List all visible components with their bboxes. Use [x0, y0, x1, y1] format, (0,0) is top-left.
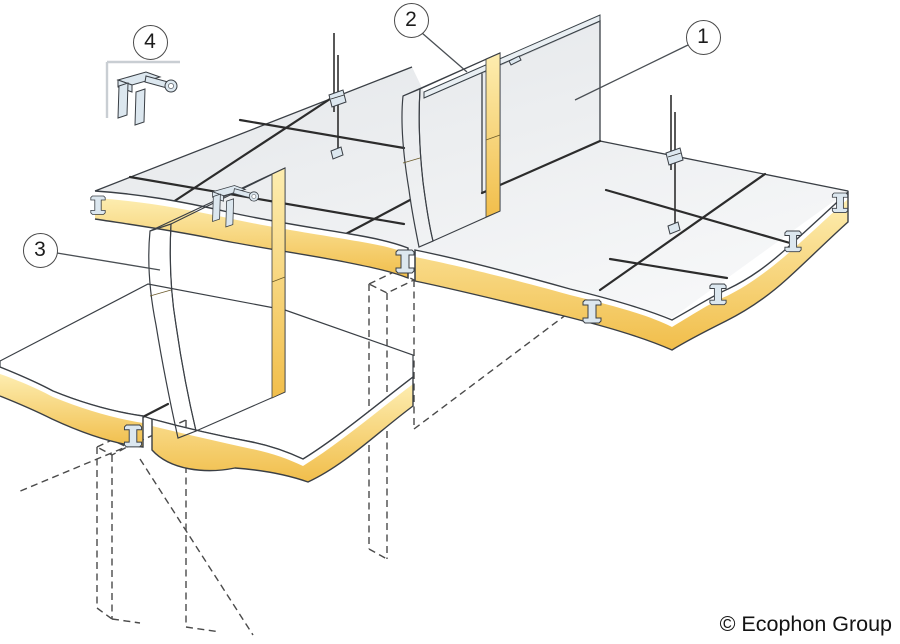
callout-4-number: 4	[144, 30, 156, 53]
callout-3-number: 3	[34, 238, 46, 261]
leader-line-1	[574, 44, 689, 101]
callout-1: 1	[685, 19, 721, 55]
fascia-panel-left	[148, 167, 286, 439]
fascia-panel-right	[401, 52, 501, 248]
leader-line-2	[421, 32, 468, 73]
connector-bracket-icon	[117, 71, 178, 126]
suspension-rod-2	[665, 95, 684, 235]
phantom-wall-dashed-left	[17, 419, 254, 636]
panel-top-clip	[508, 55, 522, 66]
suspension-rod-1	[328, 33, 347, 160]
callout-1-number: 1	[697, 25, 709, 48]
copyright-text: © Ecophon Group	[719, 612, 892, 636]
tile-seams	[128, 97, 792, 292]
adjuster-clip	[665, 147, 684, 166]
island-ceiling	[0, 283, 414, 483]
leader-line-3	[56, 252, 161, 271]
callout-2: 2	[393, 2, 429, 38]
adjuster-clip	[328, 89, 347, 108]
leader-lines	[56, 32, 689, 271]
top-edge-profile	[423, 14, 601, 99]
callout-4: 4	[132, 24, 168, 60]
detail-box	[105, 60, 180, 126]
callout-2-number: 2	[405, 8, 417, 31]
callout-3: 3	[22, 232, 58, 268]
